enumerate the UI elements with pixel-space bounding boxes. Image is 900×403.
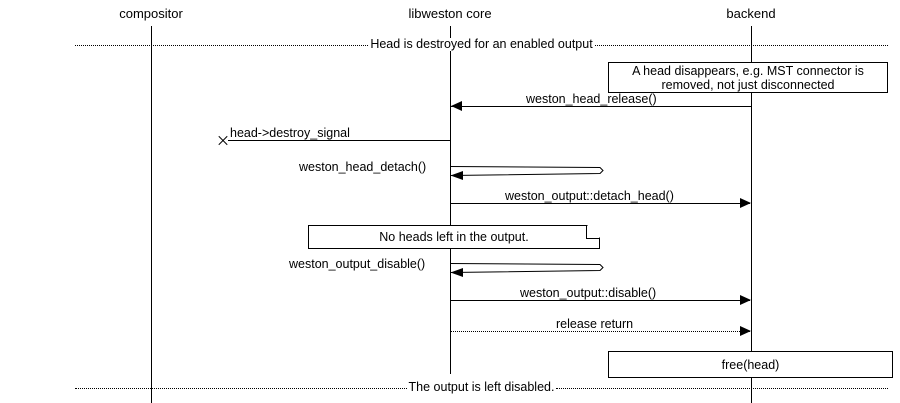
divider-bottom: The output is left disabled. <box>75 381 888 394</box>
divider-dash-left <box>75 388 407 389</box>
lifeline-compositor <box>151 26 152 403</box>
note-head-disappears-line1: A head disappears, e.g. MST connector is <box>632 63 864 78</box>
lifeline-libweston-core <box>450 26 451 374</box>
note-no-heads-left: No heads left in the output. <box>308 225 600 249</box>
participant-label-libweston-core: libweston core <box>408 6 492 21</box>
divider-top: Head is destroyed for an enabled output <box>75 38 889 51</box>
message-label-release-return: release return <box>556 317 634 331</box>
note-no-heads-left-label: No heads left in the output. <box>379 230 529 244</box>
message-label-weston-output-detach-head: weston_output::detach_head() <box>505 189 674 203</box>
message-line-weston-output-disable <box>450 300 750 301</box>
divider-bottom-label: The output is left disabled. <box>406 380 557 394</box>
note-head-disappears-line2: removed, not just disconnected <box>661 77 835 92</box>
message-line-release-return <box>450 331 750 332</box>
lifeline-backend <box>751 26 752 403</box>
message-line-head-destroy-signal <box>228 140 450 141</box>
arrowhead-right-icon <box>740 295 751 305</box>
arrowhead-right-icon <box>740 198 751 208</box>
participant-label-compositor: compositor <box>119 6 183 21</box>
divider-dash-left <box>75 45 369 46</box>
message-line-weston-head-release <box>451 106 751 107</box>
destroy-x-icon <box>217 134 229 146</box>
box-free-head-label: free(head) <box>721 357 780 372</box>
message-label-head-destroy-signal: head->destroy_signal <box>230 126 350 140</box>
arrowhead-left-icon <box>451 101 462 111</box>
message-label-weston-head-release: weston_head_release() <box>526 92 657 106</box>
arrowhead-right-icon <box>740 326 751 336</box>
participant-label-backend: backend <box>726 6 776 21</box>
divider-top-label: Head is destroyed for an enabled output <box>368 37 595 51</box>
self-call-weston-output-disable <box>450 263 604 277</box>
message-label-weston-head-detach: weston_head_detach() <box>299 160 427 174</box>
self-call-weston-head-detach <box>450 166 604 180</box>
note-head-disappears: A head disappears, e.g. MST connector is… <box>608 62 888 93</box>
message-label-weston-output-disable-self: weston_output_disable() <box>289 257 426 271</box>
divider-dash-right <box>594 45 889 46</box>
message-label-weston-output-disable: weston_output::disable() <box>520 286 657 300</box>
divider-dash-right <box>556 388 888 389</box>
box-free-head: free(head) <box>608 351 893 378</box>
message-line-weston-output-detach-head <box>450 203 750 204</box>
